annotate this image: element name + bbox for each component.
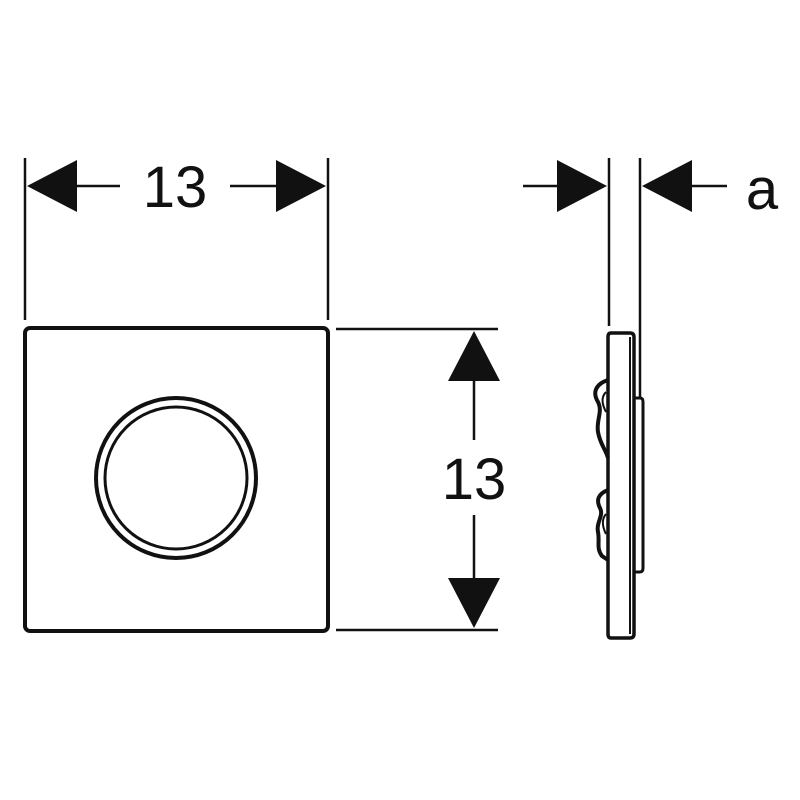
thickness-dimension xyxy=(523,158,727,398)
width-arrowhead-left xyxy=(27,160,77,212)
flush-button-ring-inner xyxy=(103,405,249,551)
front-plate-outline xyxy=(23,326,330,633)
mounting-clip-lower-detail xyxy=(602,513,607,535)
mounting-clip-upper-detail xyxy=(601,391,607,413)
height-arrowhead-bottom xyxy=(448,578,500,628)
height-dimension xyxy=(336,327,500,632)
flush-button-ring-outer xyxy=(94,396,258,560)
side-view xyxy=(593,331,645,640)
height-label: 13 xyxy=(442,447,507,512)
mounting-clip-lower xyxy=(595,488,610,562)
side-plate-outline xyxy=(606,331,636,640)
thickness-label: a xyxy=(746,157,779,222)
height-arrowhead-top xyxy=(448,331,500,381)
thickness-arrowhead-left xyxy=(557,160,607,212)
width-arrowhead-right xyxy=(276,160,326,212)
mounting-clip-upper xyxy=(593,378,610,459)
side-button-profile xyxy=(634,396,645,574)
width-dimension xyxy=(23,158,330,320)
width-label: 13 xyxy=(143,155,208,220)
thickness-arrowhead-right xyxy=(642,160,692,212)
front-view xyxy=(23,326,330,633)
